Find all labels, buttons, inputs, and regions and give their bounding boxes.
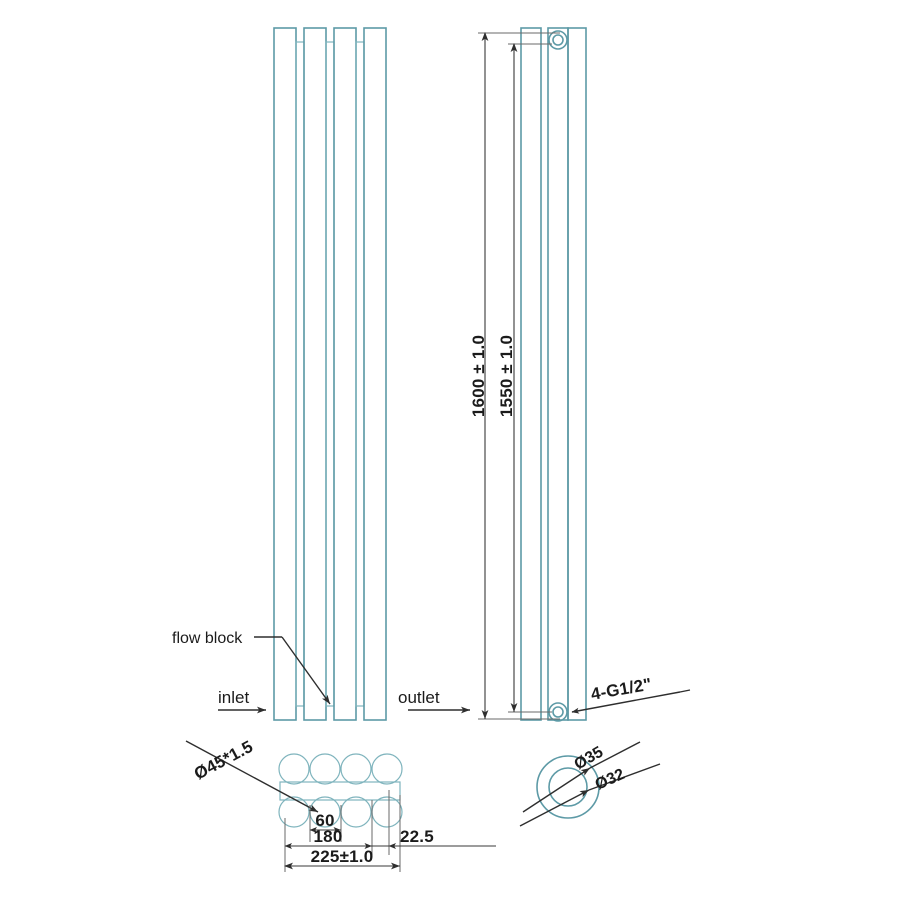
label-port-id: Ø32 xyxy=(593,766,628,794)
label-tube-spec: Ø45*1.5 xyxy=(191,737,256,784)
side-panel-right xyxy=(567,27,587,721)
bottom-section-view xyxy=(185,740,496,872)
front-connector-3 xyxy=(355,41,365,707)
flow-block-leader xyxy=(254,636,331,705)
front-tube-3 xyxy=(333,27,357,721)
section-circle-bot-1 xyxy=(278,796,310,828)
side-elevation-view xyxy=(478,27,691,722)
front-tube-2 xyxy=(303,27,327,721)
label-flow-block: flow block xyxy=(172,630,243,647)
section-circle-top-4 xyxy=(371,753,403,785)
side-panel-mid xyxy=(547,27,569,721)
label-pitch: 60 xyxy=(315,811,334,830)
label-overall-width: 225±1.0 xyxy=(311,847,374,866)
tube-spec-leader xyxy=(185,740,319,813)
front-connector-2 xyxy=(325,41,335,707)
label-inner-span: 180 xyxy=(314,827,343,846)
label-outlet: outlet xyxy=(398,688,440,707)
label-port-height: 1550 ± 1.0 xyxy=(497,335,516,417)
front-connector-1 xyxy=(295,41,305,707)
side-panel-left xyxy=(520,27,542,721)
section-circle-top-1 xyxy=(278,753,310,785)
section-circle-top-3 xyxy=(340,753,372,785)
port-od-leader xyxy=(522,741,641,813)
port-detail-view xyxy=(519,741,661,827)
label-inlet: inlet xyxy=(218,688,249,707)
port-thread-leader xyxy=(571,689,691,714)
front-tube-4 xyxy=(363,27,387,721)
label-edge-offset: 22.5 xyxy=(400,827,434,846)
section-circle-bot-4 xyxy=(371,796,403,828)
port-id-leader xyxy=(519,763,661,827)
section-circle-bot-3 xyxy=(340,796,372,828)
front-tube-1 xyxy=(273,27,297,721)
front-elevation-view xyxy=(218,27,470,721)
side-port-top xyxy=(548,30,568,50)
label-port-thread: 4-G1/2" xyxy=(589,675,653,704)
section-circle-top-2 xyxy=(309,753,341,785)
port-inner-circle xyxy=(548,767,588,807)
label-overall-height: 1600 ± 1.0 xyxy=(469,335,488,417)
